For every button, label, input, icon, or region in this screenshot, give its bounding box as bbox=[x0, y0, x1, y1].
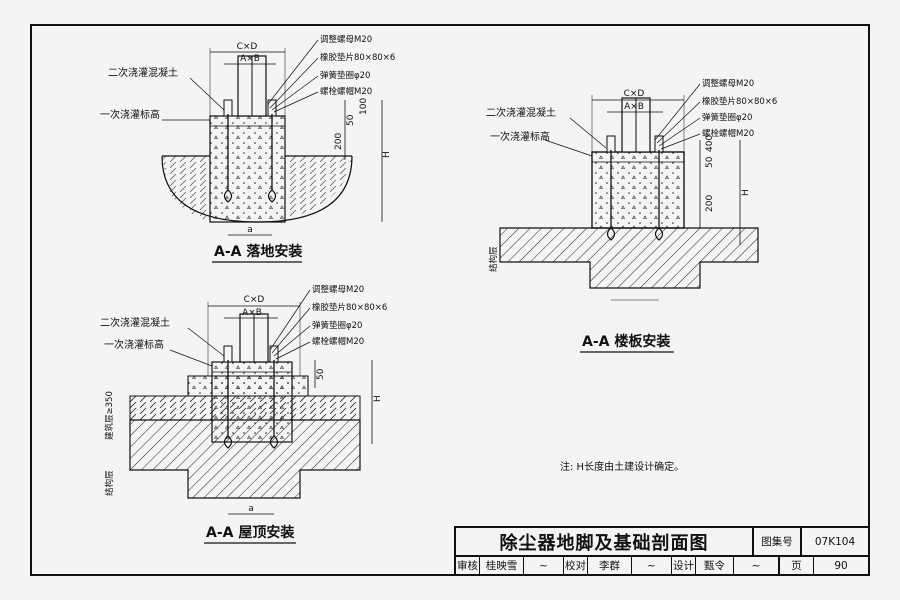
roof-dim-a: a bbox=[248, 504, 254, 514]
ground-leader-pad: 橡胶垫片80×80×6 bbox=[320, 52, 395, 63]
design-signature: ~ bbox=[734, 557, 780, 574]
ground-leader-nut: 调整螺母M20 bbox=[320, 34, 372, 45]
roof-leader-nut: 调整螺母M20 bbox=[312, 284, 364, 295]
design-name: 甄令 bbox=[696, 557, 734, 574]
ground-dim-100: 100 bbox=[359, 98, 369, 115]
check-signature: ~ bbox=[632, 557, 672, 574]
check-name: 李群 bbox=[588, 557, 632, 574]
ground-dim-50: 50 bbox=[346, 114, 356, 126]
floor-leader-first-pour: 一次浇灌标高 bbox=[490, 130, 550, 143]
atlas-label: 图集号 bbox=[754, 528, 802, 557]
review-signature: ~ bbox=[524, 557, 564, 574]
roof-dim-ab: A×B bbox=[242, 308, 262, 318]
ground-dim-a: a bbox=[247, 225, 253, 235]
roof-leader-bolt: 螺栓螺帽M20 bbox=[312, 336, 364, 347]
ground-dim-cd: C×D bbox=[237, 42, 258, 52]
ground-dim-h: H bbox=[382, 151, 392, 158]
floor-dim-400: 400 bbox=[705, 135, 715, 152]
ground-leader-washer: 弹簧垫圈φ20 bbox=[320, 70, 370, 81]
roof-install-view: C×D A×B 50 H a 建筑层≥350 结构层 二次浇灌混凝土 一次浇灌标… bbox=[100, 284, 387, 544]
page-number: 90 bbox=[834, 559, 848, 572]
roof-side-label-1: 建筑层≥350 bbox=[104, 391, 115, 440]
title-block: 除尘器地脚及基础剖面图 图集号 07K104 审核 桂映雪 ~ 校对 李群 ~ … bbox=[454, 526, 870, 576]
roof-leader-pad: 橡胶垫片80×80×6 bbox=[312, 302, 387, 313]
ground-dim-ab: A×B bbox=[240, 54, 260, 64]
ground-leader-second-pour: 二次浇灌混凝土 bbox=[108, 66, 178, 79]
floor-dim-50: 50 bbox=[705, 156, 715, 168]
floor-caption: A-A 楼板安装 bbox=[582, 333, 671, 350]
roof-leader-first-pour: 一次浇灌标高 bbox=[104, 338, 164, 351]
floor-dim-ab: A×B bbox=[624, 102, 644, 112]
floor-leader-second-pour: 二次浇灌混凝土 bbox=[486, 106, 556, 119]
roof-dim-h: H bbox=[373, 395, 383, 402]
page-label: 页 bbox=[780, 557, 814, 574]
design-label: 设计 bbox=[672, 557, 696, 574]
roof-dim-cd: C×D bbox=[244, 295, 265, 305]
review-label: 审核 bbox=[456, 557, 480, 574]
ground-leader-first-pour: 一次浇灌标高 bbox=[100, 108, 160, 121]
ground-install-view: C×D A×B a 200 50 100 H 二次浇灌混凝土 一次浇灌标高 调整… bbox=[100, 34, 395, 263]
floor-dim-200: 200 bbox=[705, 195, 715, 212]
floor-leader-bolt: 螺栓螺帽M20 bbox=[702, 128, 754, 139]
floor-install-view: C×D A×B 200 50 400 H 结构层 二次浇灌混凝土 一次浇灌标高 … bbox=[486, 78, 777, 353]
check-label: 校对 bbox=[564, 557, 588, 574]
floor-leader-pad: 橡胶垫片80×80×6 bbox=[702, 96, 777, 107]
roof-caption: A-A 屋顶安装 bbox=[206, 524, 295, 541]
review-name: 桂映雪 bbox=[480, 557, 524, 574]
drawing-title: 除尘器地脚及基础剖面图 bbox=[456, 528, 754, 557]
atlas-number: 07K104 bbox=[802, 528, 868, 557]
design-note: 注: H长度由土建设计确定。 bbox=[560, 460, 684, 473]
roof-dim-50: 50 bbox=[316, 368, 326, 380]
floor-leader-washer: 弹簧垫圈φ20 bbox=[702, 112, 752, 123]
ground-leader-bolt: 螺栓螺帽M20 bbox=[320, 86, 372, 97]
floor-dim-cd: C×D bbox=[624, 89, 645, 99]
floor-side-label: 结构层 bbox=[488, 246, 499, 272]
roof-leader-second-pour: 二次浇灌混凝土 bbox=[100, 316, 170, 329]
floor-dim-h: H bbox=[741, 189, 751, 196]
drawing-frame bbox=[30, 24, 870, 576]
roof-side-label-2: 结构层 bbox=[104, 470, 115, 496]
floor-leader-nut: 调整螺母M20 bbox=[702, 78, 754, 89]
ground-dim-200: 200 bbox=[334, 133, 344, 150]
roof-leader-washer: 弹簧垫圈φ20 bbox=[312, 320, 362, 331]
ground-caption: A-A 落地安装 bbox=[214, 243, 303, 260]
